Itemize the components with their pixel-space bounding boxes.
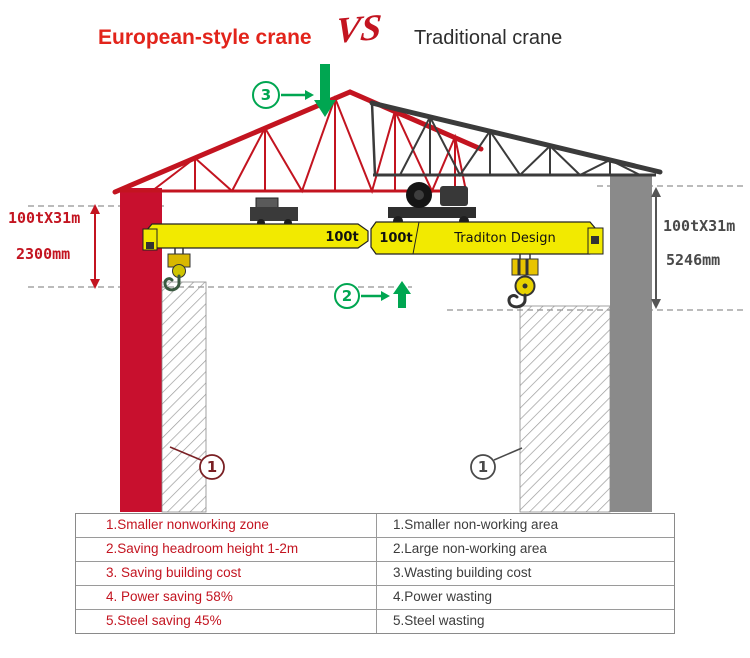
table-row: 4. Power saving 58% 4.Power wasting xyxy=(76,585,674,609)
traditional-design-label: Traditon Design xyxy=(453,231,556,246)
european-roof-truss xyxy=(112,89,484,195)
table-row: 2.Saving headroom height 1-2m 2.Large no… xyxy=(76,537,674,561)
right-arrowhead-icon xyxy=(305,90,314,100)
traditional-point-1: 1.Smaller non-working area xyxy=(376,514,674,537)
marker-1-left-number: 1 xyxy=(207,458,217,476)
left-headroom-label: 2300mm xyxy=(16,245,70,263)
right-dimension-annotation: 100tX31m 5246mm xyxy=(651,187,735,309)
left-capacity-span-label: 100tX31m xyxy=(8,209,80,227)
european-point-2: 2.Saving headroom height 1-2m xyxy=(106,541,299,556)
left-nonworking-zone xyxy=(161,281,207,513)
marker-1-left: 1 xyxy=(169,446,225,480)
traditional-capacity-label: 100t xyxy=(379,231,412,246)
traditional-point-2: 2.Large non-working area xyxy=(376,538,674,561)
table-row: 5.Steel saving 45% 5.Steel wasting xyxy=(76,609,674,633)
up-arrowhead-icon xyxy=(651,187,661,197)
table-row: 1.Smaller nonworking zone 1.Smaller non-… xyxy=(76,514,674,537)
down-arrow-icon xyxy=(314,64,336,117)
european-trolley xyxy=(250,197,298,227)
up-arrow-icon xyxy=(393,281,411,308)
right-headroom-label: 5246mm xyxy=(666,251,720,269)
european-crane: 100t xyxy=(112,89,484,513)
traditional-end-wheel xyxy=(591,236,599,244)
european-end-wheel xyxy=(146,242,154,249)
down-arrowhead-icon xyxy=(651,299,661,309)
traditional-crane: 100t Traditon Design xyxy=(369,100,663,513)
down-arrowhead-icon xyxy=(90,279,100,289)
european-point-5: 5.Steel saving 45% xyxy=(106,613,222,628)
marker-2-number: 2 xyxy=(342,287,352,305)
traditional-trolley xyxy=(388,182,476,226)
up-arrowhead-icon xyxy=(90,204,100,214)
traditional-roof-truss xyxy=(369,100,663,177)
european-point-4: 4. Power saving 58% xyxy=(106,589,233,604)
marker-2: 2 xyxy=(334,281,411,309)
european-hook xyxy=(163,248,191,292)
comparison-table: 1.Smaller nonworking zone 1.Smaller non-… xyxy=(75,513,675,634)
right-capacity-span-label: 100tX31m xyxy=(663,217,735,235)
marker-1-right-number: 1 xyxy=(478,458,488,476)
right-nonworking-zone xyxy=(519,305,611,513)
traditional-point-5: 5.Steel wasting xyxy=(376,610,674,633)
crane-comparison-diagram: 100t xyxy=(8,64,744,513)
title-european-crane: European-style crane xyxy=(98,26,312,49)
traditional-hook xyxy=(507,254,539,309)
left-dimension-annotation: 100tX31m 2300mm xyxy=(8,204,100,289)
european-capacity-label: 100t xyxy=(325,230,358,245)
traditional-point-3: 3.Wasting building cost xyxy=(376,562,674,585)
table-row: 3. Saving building cost 3.Wasting buildi… xyxy=(76,561,674,585)
marker-3-number: 3 xyxy=(261,86,271,104)
marker-1-right: 1 xyxy=(470,447,523,480)
right-arrowhead-icon xyxy=(381,291,390,301)
girder-seam xyxy=(412,221,420,255)
right-column xyxy=(610,176,652,512)
title-traditional-crane: Traditional crane xyxy=(414,27,563,49)
traditional-point-4: 4.Power wasting xyxy=(376,586,674,609)
european-point-1: 1.Smaller nonworking zone xyxy=(106,517,269,532)
marker-3: 3 xyxy=(252,64,336,117)
european-point-3: 3. Saving building cost xyxy=(106,565,242,580)
